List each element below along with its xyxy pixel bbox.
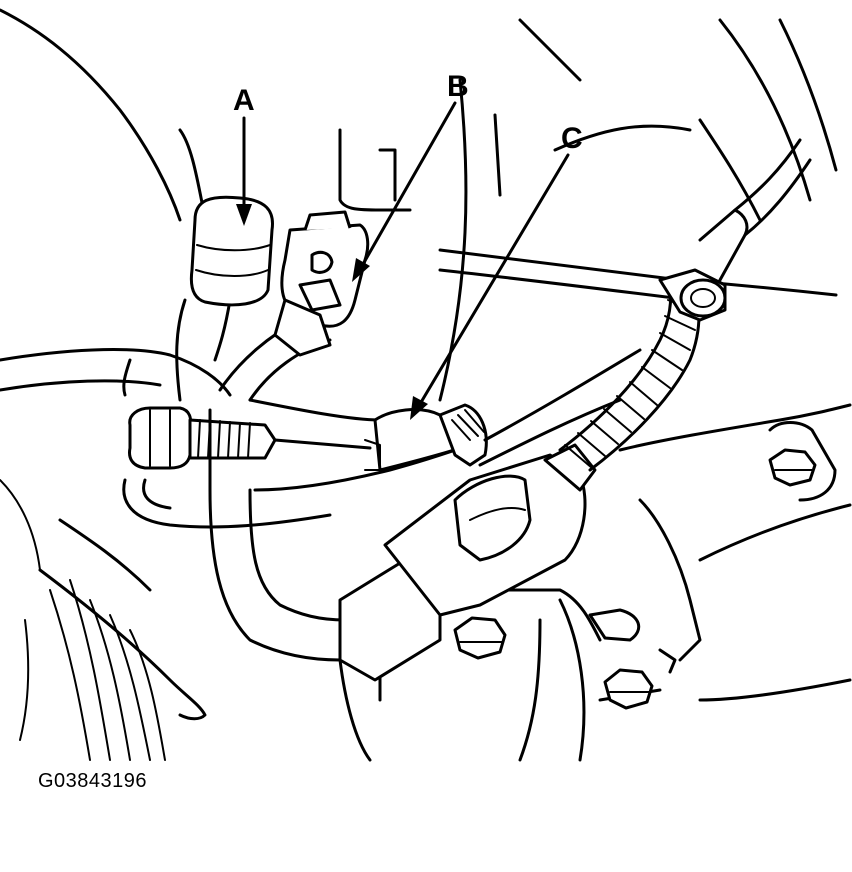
arrow-head-b [352,258,370,282]
wiring-harness-left [0,348,332,529]
arrow-head-a [236,204,252,226]
component-a-sensor [175,195,275,402]
hex-nut-lower-right [603,668,654,710]
arrow-head-c [410,396,428,420]
electrical-connector [338,443,597,682]
callout-b: B [447,70,469,103]
leader-arrows [236,101,570,420]
callout-c: C [561,122,583,155]
right-bracket [588,608,677,674]
component-b-connector [218,210,370,402]
callout-a: A [233,84,255,117]
hex-nut-center [453,616,507,660]
figure-id-label: G03843196 [38,770,148,792]
lower-pipe [208,408,347,662]
lower-left-manifold [0,479,207,761]
corrugated-conduit [558,138,812,472]
component-c-harness [248,348,642,492]
hex-nut-right [768,448,817,487]
